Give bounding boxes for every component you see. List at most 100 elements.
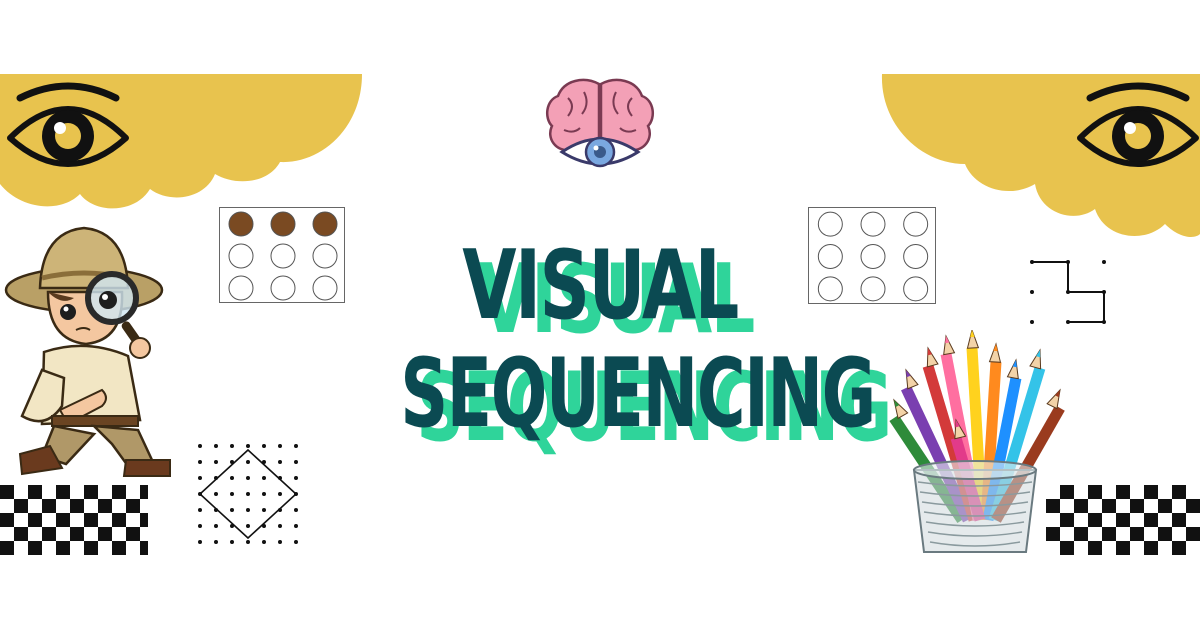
cloud-top-left: [0, 74, 362, 209]
pattern-dot: [294, 476, 298, 480]
pattern-dot: [278, 492, 282, 496]
checker-square: [1116, 513, 1130, 527]
checker-square: [1186, 527, 1200, 541]
eye-icon: [1077, 82, 1199, 167]
checker-square: [84, 513, 98, 527]
checker-square: [98, 527, 112, 541]
empty-dot: [860, 244, 886, 269]
brain-eye-icon: [545, 78, 655, 168]
checker-square: [42, 527, 56, 541]
pattern-dot: [246, 444, 250, 448]
pattern-dot: [246, 476, 250, 480]
pattern-dot: [214, 460, 218, 464]
checker-square: [1074, 499, 1088, 513]
empty-dot: [817, 244, 843, 269]
pattern-dot: [230, 444, 234, 448]
pattern-dot: [246, 540, 250, 544]
eye-icon: [7, 82, 129, 167]
pattern-dot: [246, 492, 250, 496]
pattern-dot: [294, 524, 298, 528]
pencil-cup: [912, 460, 1038, 553]
pattern-dot: [198, 460, 202, 464]
empty-dot: [817, 211, 843, 237]
empty-dot: [860, 211, 886, 237]
checker-square: [1130, 527, 1144, 541]
pattern-dot: [214, 492, 218, 496]
pattern-dot: [262, 540, 266, 544]
checker-square: [84, 541, 98, 555]
pattern-dot: [214, 444, 218, 448]
explorer-with-magnifier-illustration: [4, 226, 171, 477]
colored-pencils-cup-illustration: [889, 330, 1065, 553]
title-line-1-shadow: VISUAL: [478, 244, 755, 356]
checker-square: [0, 513, 14, 527]
checker-square: [1130, 499, 1144, 513]
empty-dot: [228, 243, 254, 269]
checker-square: [28, 513, 42, 527]
checker-square: [1088, 541, 1102, 555]
checker-square: [1144, 485, 1158, 499]
pattern-dot: [214, 540, 218, 544]
empty-dot: [312, 243, 338, 269]
checker-square: [1116, 485, 1130, 499]
pattern-dot: [278, 460, 282, 464]
pattern-dot: [294, 460, 298, 464]
pattern-dot: [278, 540, 282, 544]
checker-square: [140, 541, 148, 555]
dot-line-path-pattern: [1030, 260, 1106, 324]
checker-square: [1060, 513, 1074, 527]
filled-dot: [228, 211, 254, 237]
checker-square: [1144, 513, 1158, 527]
checker-square: [1046, 499, 1060, 513]
filled-dot: [312, 211, 338, 237]
checker-square: [1172, 485, 1186, 499]
empty-dot: [270, 243, 296, 269]
empty-dot-pattern-grid: [808, 207, 936, 304]
checker-square: [0, 485, 14, 499]
pattern-dot: [198, 476, 202, 480]
empty-dot: [228, 275, 254, 301]
empty-dot: [312, 275, 338, 301]
pattern-dot: [214, 524, 218, 528]
title-line-1: VISUAL: [462, 230, 739, 342]
checker-square: [126, 527, 140, 541]
pattern-dot: [294, 508, 298, 512]
empty-dot: [903, 276, 929, 302]
pattern-dot: [246, 508, 250, 512]
empty-dot: [903, 211, 929, 237]
empty-dot: [817, 276, 843, 302]
checker-square: [1158, 527, 1172, 541]
pattern-dot: [294, 444, 298, 448]
checkerboard-pattern: [0, 485, 148, 555]
title-line-2: SEQUENCING: [400, 338, 876, 450]
empty-dot: [860, 276, 886, 302]
checker-square: [1116, 541, 1130, 555]
checker-square: [1186, 499, 1200, 513]
pattern-dot: [262, 476, 266, 480]
empty-dot: [270, 275, 296, 301]
checker-square: [140, 485, 148, 499]
checker-square: [1074, 527, 1088, 541]
pattern-dot: [230, 492, 234, 496]
title: VISUAL SEQUENCING VISUAL SEQUENCING: [330, 228, 892, 468]
pattern-dot: [230, 508, 234, 512]
checker-square: [1102, 527, 1116, 541]
checker-square: [126, 499, 140, 513]
checker-square: [56, 485, 70, 499]
pattern-dot: [246, 524, 250, 528]
pattern-dot: [198, 540, 202, 544]
pattern-dot: [198, 508, 202, 512]
filled-dot: [270, 211, 296, 237]
checker-square: [112, 485, 126, 499]
checker-square: [140, 513, 148, 527]
pattern-dot: [246, 460, 250, 464]
checker-square: [1046, 527, 1060, 541]
empty-dot: [903, 244, 929, 269]
pattern-dot: [198, 444, 202, 448]
pattern-dot: [262, 508, 266, 512]
pattern-dot: [278, 524, 282, 528]
checker-square: [1060, 485, 1074, 499]
checker-square: [1158, 499, 1172, 513]
checker-square: [112, 513, 126, 527]
pattern-dot: [278, 444, 282, 448]
